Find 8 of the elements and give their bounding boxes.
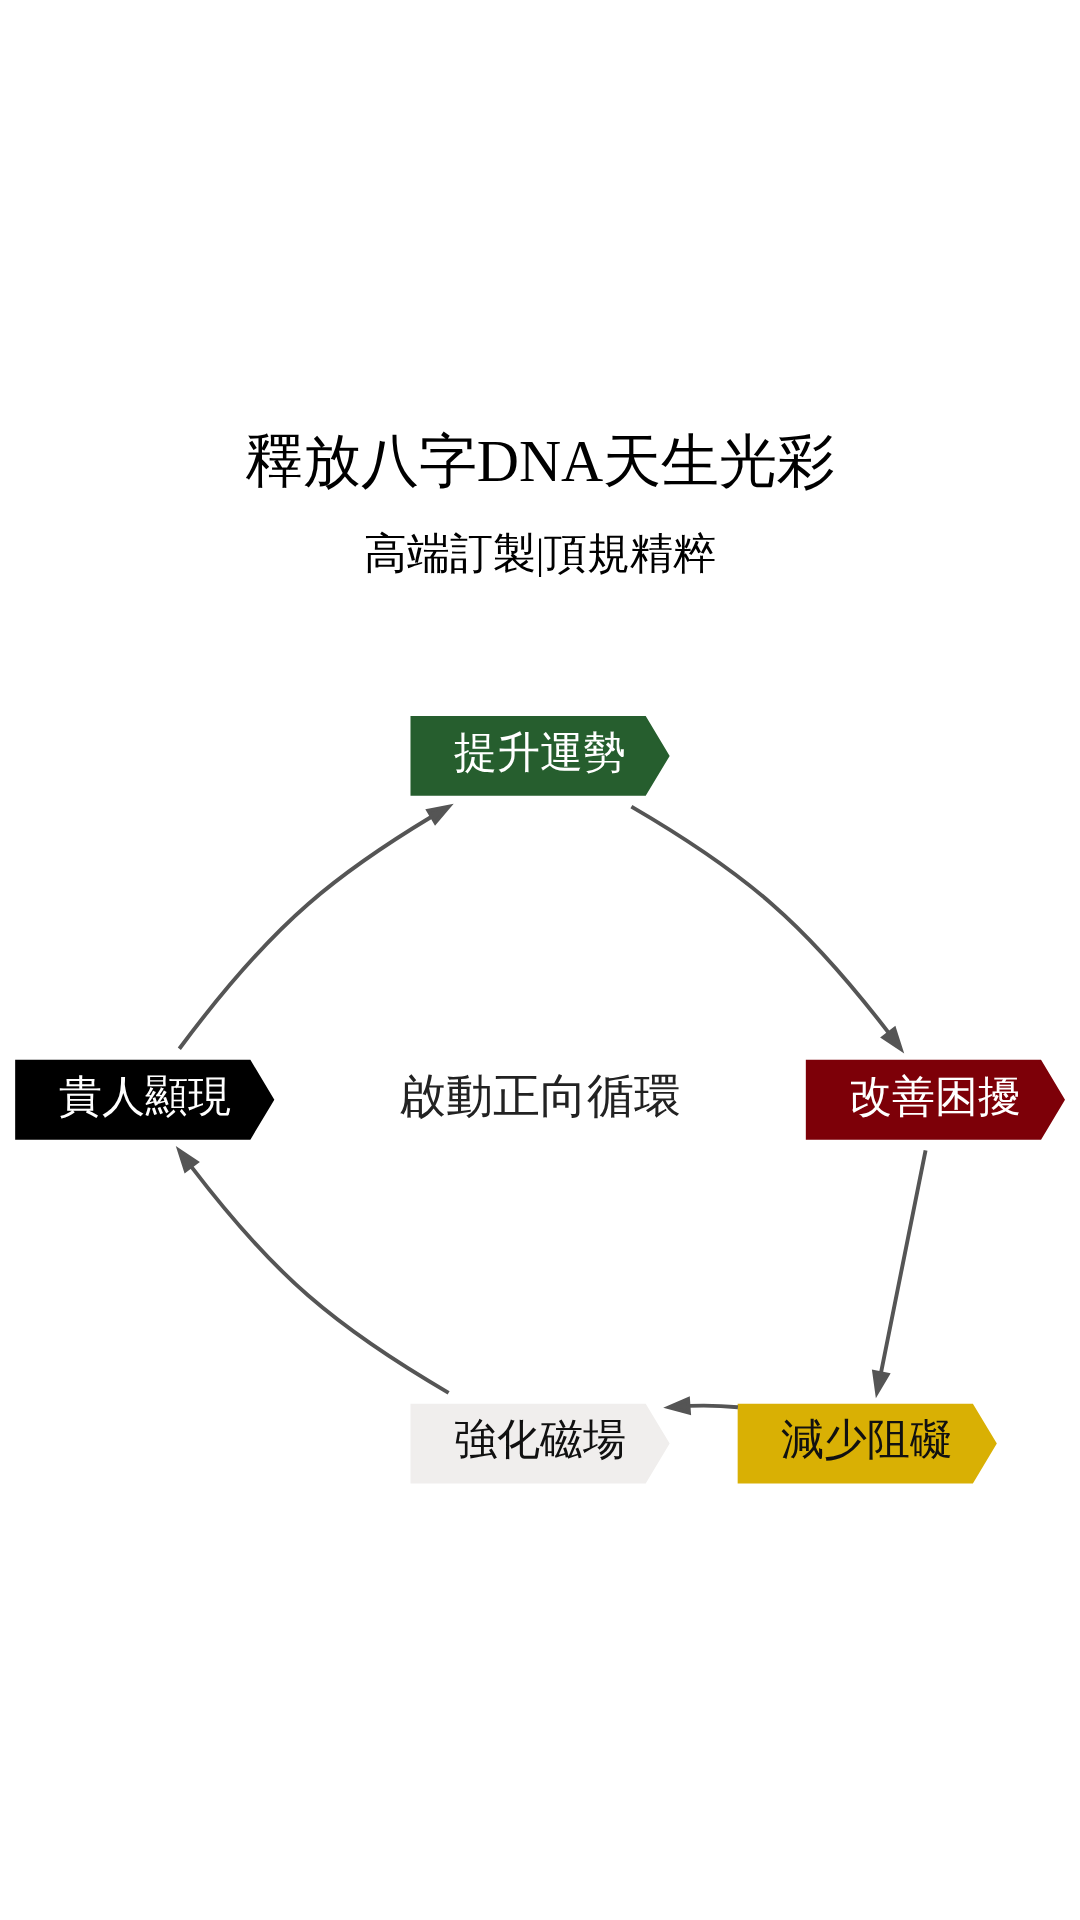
arrow bbox=[871, 1149, 928, 1398]
arrow bbox=[177, 803, 454, 1050]
diagram-title: 釋放八字DNA天生光彩 bbox=[244, 428, 836, 494]
arrow bbox=[175, 1145, 450, 1394]
node-text: 啟動正向循環 bbox=[399, 1069, 681, 1122]
arrow bbox=[630, 804, 905, 1053]
label: 高端訂製|頂規精粹 bbox=[363, 529, 717, 577]
arrow bbox=[663, 1395, 739, 1415]
